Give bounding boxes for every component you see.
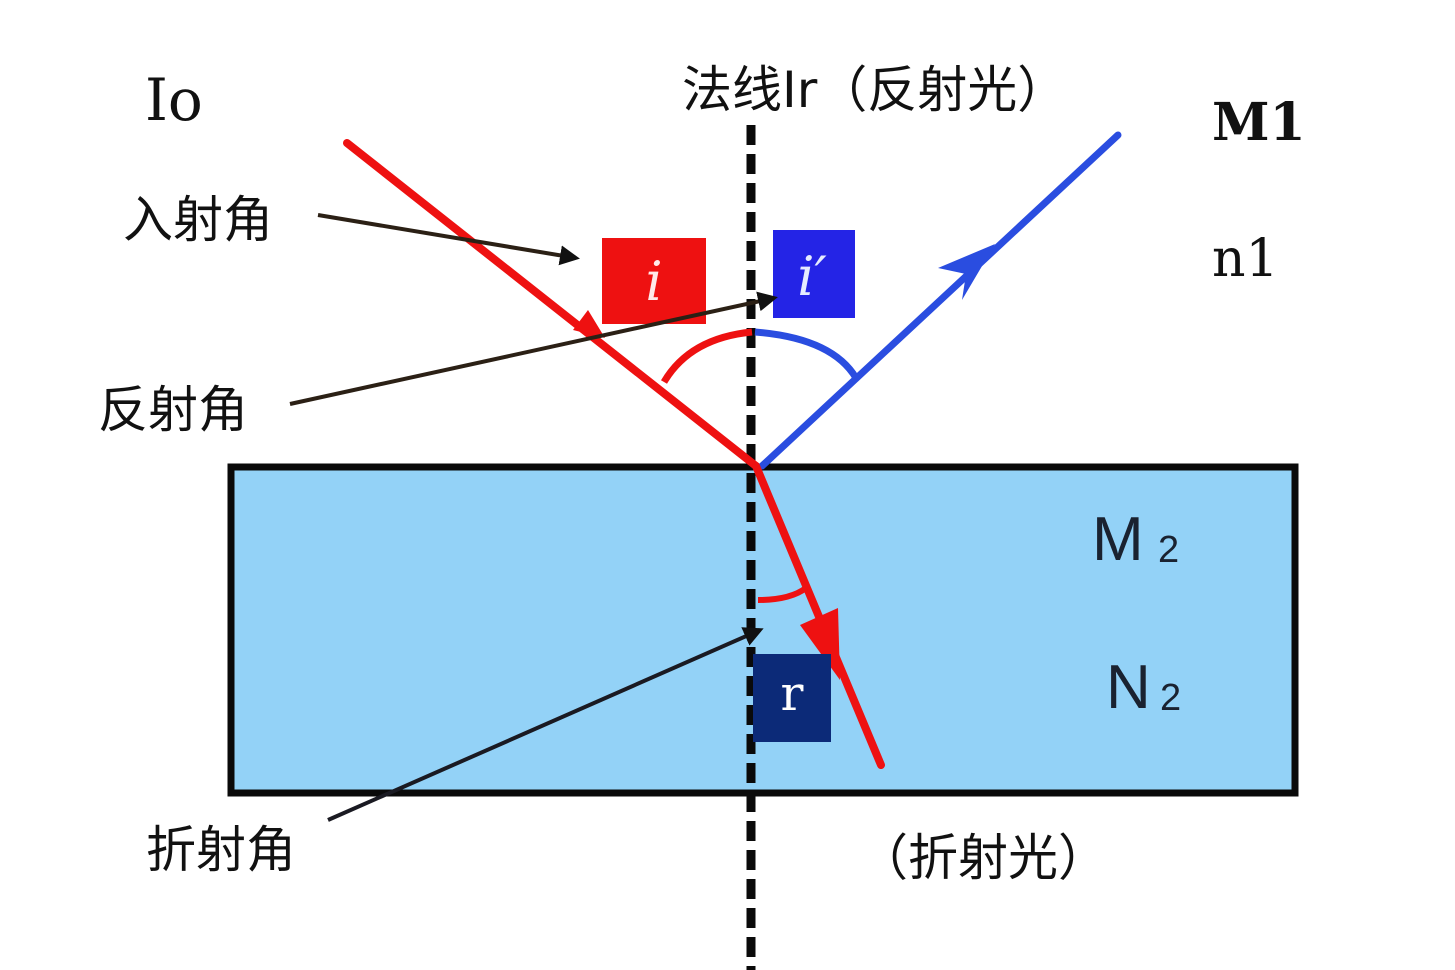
medium2-name-text: M xyxy=(1092,505,1144,574)
medium2-index-label: N 2 xyxy=(1106,653,1181,722)
reflected-ray xyxy=(758,131,1122,470)
normal-reflected-label: 法线Ir（反射光） xyxy=(682,61,1067,119)
medium1-name-label: M1 xyxy=(1212,92,1306,153)
refracted-light-label: （折射光） xyxy=(858,829,1108,887)
reflection-angle-arc xyxy=(754,328,860,380)
incidence-angle-arc xyxy=(660,328,753,384)
incidence-angle-pointer xyxy=(317,213,580,266)
reflection-angle-pointer xyxy=(289,291,778,406)
incident-angle-badge: i xyxy=(602,238,706,324)
refraction-angle-label: 折射角 xyxy=(146,821,296,879)
reflected-angle-symbol: i′ xyxy=(797,245,827,308)
incident-light-label: Io xyxy=(145,66,203,134)
medium1-index-label: n1 xyxy=(1212,229,1279,289)
reflected-angle-badge: i′ xyxy=(773,230,855,318)
incident-angle-symbol: i xyxy=(645,250,662,313)
refraction-angle-pointer xyxy=(327,627,764,822)
reflected-arrowhead-icon xyxy=(938,244,995,300)
medium2-name-label: M 2 xyxy=(1092,505,1179,574)
medium2-index-text: N xyxy=(1106,653,1151,722)
refracted-angle-badge: r xyxy=(753,654,831,742)
refracted-ray xyxy=(752,462,885,769)
incidence-angle-label: 入射角 xyxy=(123,191,273,249)
incident-ray xyxy=(343,139,760,470)
refraction-angle-arc xyxy=(757,585,808,603)
refracted-angle-symbol: r xyxy=(781,666,804,722)
medium2-index-subscript: 2 xyxy=(1160,677,1181,719)
incident-arrowhead-icon xyxy=(573,310,605,338)
reflection-angle-label: 反射角 xyxy=(98,381,248,439)
medium2-name-subscript: 2 xyxy=(1158,529,1179,571)
